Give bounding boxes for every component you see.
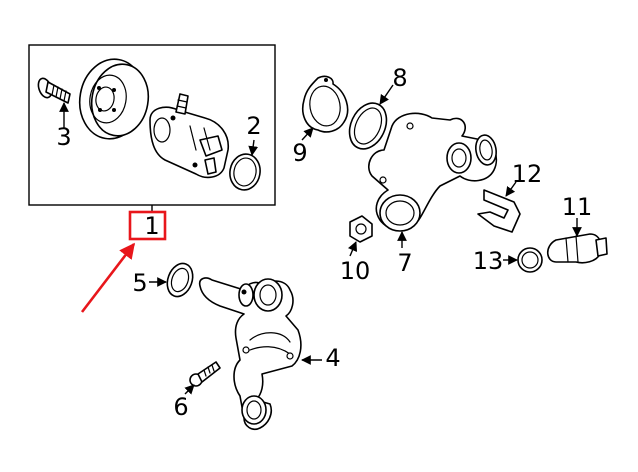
temperature-sensor-part-11[interactable] xyxy=(546,233,608,264)
leader-12 xyxy=(505,181,517,197)
callout-7[interactable]: 7 xyxy=(397,249,412,277)
leader-2 xyxy=(248,139,259,156)
callout-8[interactable]: 8 xyxy=(392,64,407,92)
nut-part-10[interactable] xyxy=(349,215,373,243)
pump-body[interactable] xyxy=(149,93,230,179)
bolt-part-6[interactable] xyxy=(189,361,221,387)
seal-ring-part-8[interactable] xyxy=(342,97,393,155)
leader-arrows xyxy=(59,84,582,395)
thermostat-housing-part-7[interactable] xyxy=(368,112,499,232)
leader-10 xyxy=(348,241,358,257)
leader-6 xyxy=(184,384,195,395)
callout-5[interactable]: 5 xyxy=(132,269,147,297)
pump-housing-part-4[interactable] xyxy=(198,277,302,431)
o-ring-part-5[interactable] xyxy=(163,260,197,300)
gasket-part-9[interactable] xyxy=(302,75,349,133)
callout-1[interactable]: 1 xyxy=(144,212,159,240)
callout-13[interactable]: 13 xyxy=(473,247,504,275)
callout-11[interactable]: 11 xyxy=(562,193,593,221)
retaining-clip-part-12[interactable] xyxy=(477,189,521,233)
leader-8 xyxy=(379,84,394,105)
highlight-box-part-1 xyxy=(128,210,167,241)
o-ring-part-13[interactable] xyxy=(517,247,543,273)
leader-9 xyxy=(301,127,314,141)
callout-12[interactable]: 12 xyxy=(512,160,543,188)
pulley[interactable] xyxy=(74,54,154,144)
callout-10[interactable]: 10 xyxy=(340,257,371,285)
callout-4[interactable]: 4 xyxy=(325,344,340,372)
callout-2[interactable]: 2 xyxy=(246,112,261,140)
callout-3[interactable]: 3 xyxy=(56,123,71,151)
highlight-arrow xyxy=(80,242,136,313)
callout-6[interactable]: 6 xyxy=(173,393,188,421)
o-ring-part-2[interactable] xyxy=(227,152,263,193)
callout-9[interactable]: 9 xyxy=(292,139,307,167)
bolt-part-3[interactable] xyxy=(36,77,71,104)
